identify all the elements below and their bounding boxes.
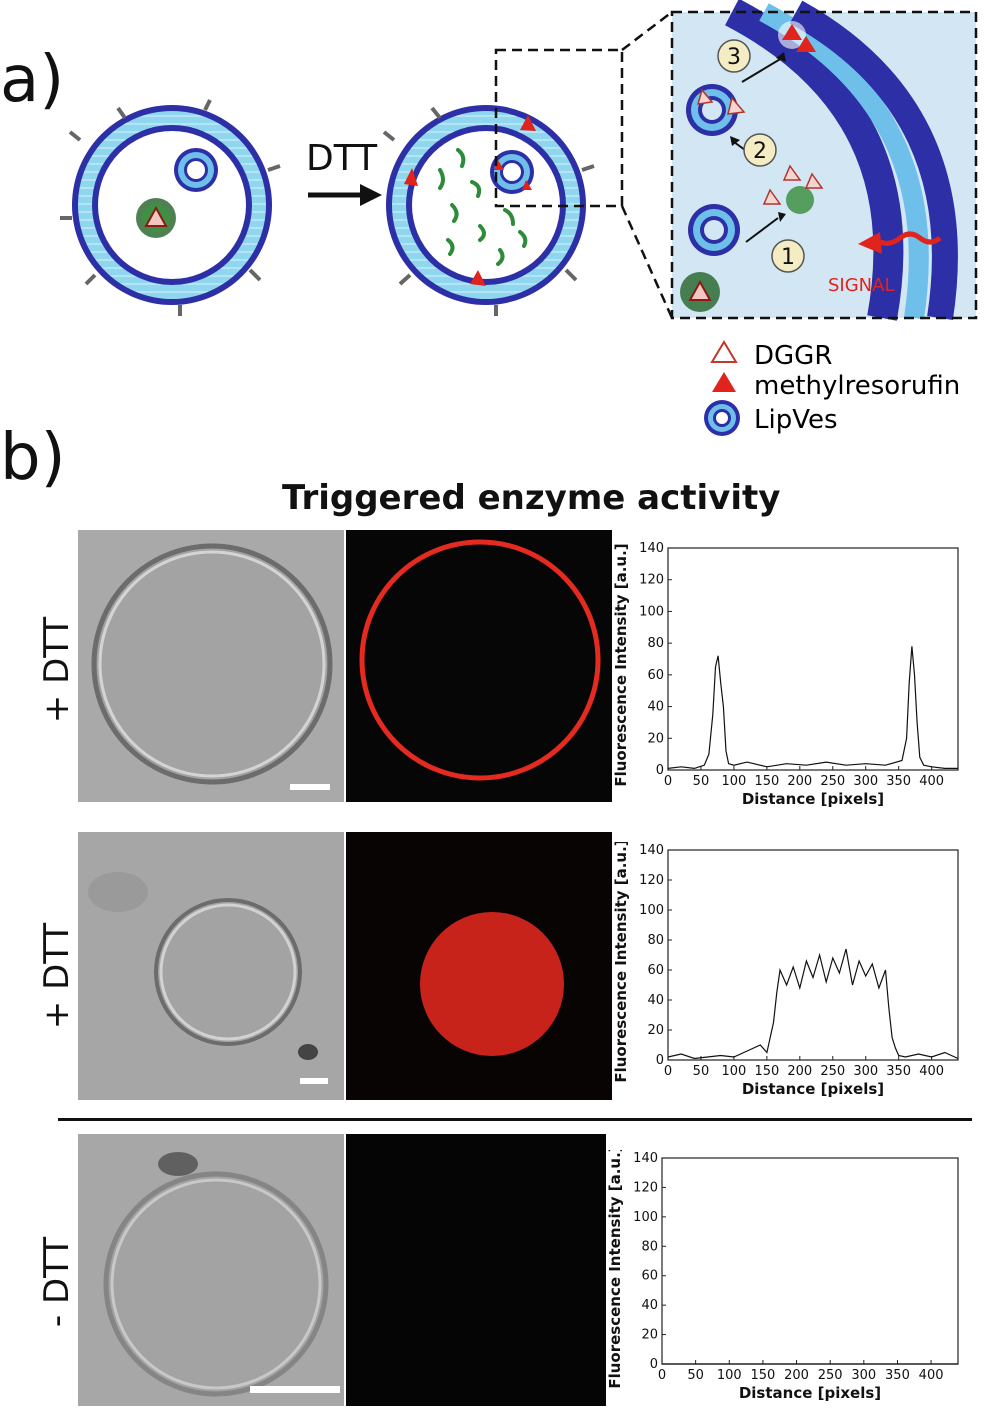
- y-axis-label: Fluorescence Intensity [a.u.]: [612, 842, 630, 1083]
- x-tick-label: 100: [721, 774, 746, 789]
- step-2-number: 2: [753, 139, 767, 164]
- giant-vesicle-after: [382, 105, 595, 316]
- panel-b-label: b): [0, 421, 66, 495]
- row3-intensity-chart: 0 50 100 150 200 250 300 350 400 0 20 40 60 80 100 120 1…: [606, 1150, 959, 1402]
- row1-brightfield-image: [78, 530, 344, 802]
- x-tick-label: 0: [658, 1368, 666, 1383]
- x-tick-label: 200: [787, 1064, 812, 1079]
- y-tick-label: 60: [647, 668, 664, 683]
- step-1-number: 1: [781, 245, 795, 270]
- row2-scale-bar: [300, 1078, 328, 1084]
- row1-condition-label: + DTT: [37, 616, 77, 724]
- legend-lipves: LipVes: [754, 405, 838, 435]
- x-axis-label: Distance [pixels]: [742, 790, 884, 808]
- plot-area: [667, 547, 959, 771]
- y-tick-label: 40: [647, 993, 664, 1008]
- plot-area: [661, 1157, 959, 1365]
- x-tick-label: 350: [885, 1368, 910, 1383]
- y-tick-label: 100: [639, 604, 664, 619]
- row3-condition-label: - DTT: [37, 1236, 77, 1328]
- x-tick-label: 400: [919, 1368, 944, 1383]
- row2-brightfield-image: [78, 832, 344, 1100]
- y-tick-label: 40: [641, 1298, 658, 1313]
- panel-b-title: Triggered enzyme activity: [282, 478, 781, 518]
- x-tick-label: 150: [750, 1368, 775, 1383]
- y-tick-label: 140: [639, 541, 664, 556]
- zoom-inset: 3 2 1 SIGNAL: [670, 0, 978, 321]
- y-tick-label: 0: [650, 1357, 658, 1372]
- row1-intensity-chart: 0 50 100 150 200 250 300 350 400 0 20 40 60 80 100 120 1…: [612, 541, 959, 808]
- y-tick-label: 0: [656, 763, 664, 778]
- x-tick-label: 50: [693, 1064, 710, 1079]
- plot-area: [667, 849, 959, 1061]
- row3-fluorescence-image: [346, 1134, 606, 1406]
- y-tick-label: 20: [641, 1328, 658, 1343]
- x-tick-label: 350: [886, 1064, 911, 1079]
- y-tick-label: 20: [647, 1023, 664, 1038]
- x-axis-label: Distance [pixels]: [739, 1384, 881, 1402]
- y-axis-label: Fluorescence Intensity [a.u.]: [606, 1150, 624, 1389]
- x-tick-label: 50: [693, 774, 710, 789]
- row2-fluorescence-image: [346, 832, 612, 1100]
- x-tick-label: 400: [919, 774, 944, 789]
- intensity-series-line: [667, 948, 959, 1060]
- legend-open-triangle: [710, 340, 738, 363]
- y-tick-label: 0: [656, 1053, 664, 1068]
- y-tick-label: 40: [647, 700, 664, 715]
- y-tick-label: 100: [633, 1210, 658, 1225]
- y-tick-label: 20: [647, 731, 664, 746]
- x-tick-label: 150: [754, 774, 779, 789]
- x-tick-label: 250: [820, 774, 845, 789]
- row2-condition-label: + DTT: [37, 922, 77, 1030]
- y-tick-label: 80: [641, 1239, 658, 1254]
- y-tick-label: 80: [647, 636, 664, 651]
- x-tick-label: 0: [664, 1064, 672, 1079]
- panel-a-label: a): [0, 43, 65, 117]
- x-tick-label: 300: [853, 1064, 878, 1079]
- y-tick-label: 120: [633, 1180, 658, 1195]
- y-tick-label: 120: [639, 573, 664, 588]
- x-tick-label: 400: [919, 1064, 944, 1079]
- dtt-arrow: [308, 184, 382, 206]
- y-tick-label: 100: [639, 903, 664, 918]
- x-tick-label: 200: [784, 1368, 809, 1383]
- x-tick-label: 100: [721, 1064, 746, 1079]
- x-tick-label: 150: [754, 1064, 779, 1079]
- intensity-series-line: [667, 646, 958, 770]
- x-axis-label: Distance [pixels]: [742, 1080, 884, 1098]
- y-tick-label: 60: [641, 1269, 658, 1284]
- y-tick-label: 80: [647, 933, 664, 948]
- y-axis-label: Fluorescence Intensity [a.u.]: [612, 543, 630, 786]
- row1-scale-bar: [290, 784, 330, 790]
- x-tick-label: 200: [787, 774, 812, 789]
- x-tick-label: 0: [664, 774, 672, 789]
- legend-methylresorufin: methylresorufin: [754, 371, 960, 401]
- legend-filled-triangle: [712, 372, 736, 392]
- step-3-number: 3: [727, 45, 741, 70]
- y-tick-label: 60: [647, 963, 664, 978]
- x-tick-label: 50: [687, 1368, 704, 1383]
- row3-scale-bar: [250, 1386, 340, 1393]
- panel-a-schematic: DTT: [60, 0, 978, 436]
- x-tick-label: 300: [853, 774, 878, 789]
- row1-fluorescence-image: [346, 530, 612, 802]
- zoom-region: [494, 48, 624, 208]
- x-tick-label: 250: [820, 1064, 845, 1079]
- x-tick-label: 100: [717, 1368, 742, 1383]
- legend-dggr: DGGR: [754, 341, 832, 371]
- giant-vesicle-before: [60, 99, 281, 316]
- y-tick-label: 140: [633, 1151, 658, 1166]
- x-tick-label: 250: [818, 1368, 843, 1383]
- dtt-arrow-label: DTT: [306, 138, 378, 179]
- y-tick-label: 120: [639, 873, 664, 888]
- y-tick-label: 140: [639, 843, 664, 858]
- signal-label: SIGNAL: [828, 275, 895, 296]
- row3-brightfield-image: [78, 1134, 344, 1406]
- row2-intensity-chart: 0 50 100 150 200 250 300 350 400 0 20 40 60 80 100 120 1…: [612, 842, 959, 1098]
- x-tick-label: 350: [886, 774, 911, 789]
- legend: DGGR methylresorufin LipVes: [704, 340, 960, 436]
- x-tick-label: 300: [851, 1368, 876, 1383]
- row-separator: [58, 1118, 972, 1121]
